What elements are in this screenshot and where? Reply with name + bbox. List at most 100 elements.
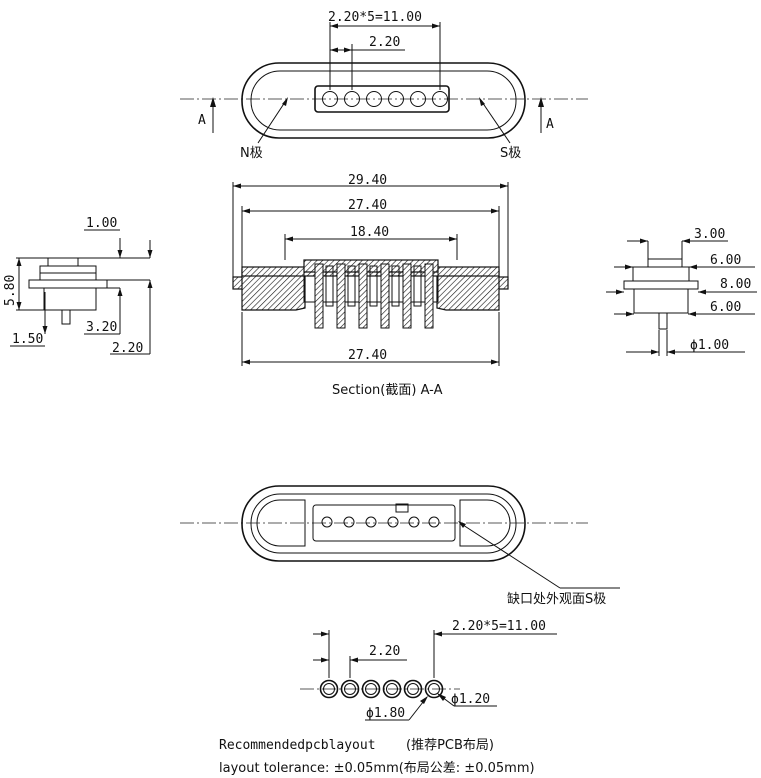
arrowhead [437,693,446,701]
bottom-view: 缺口处外观面S极 [180,485,620,607]
pcb-pad [403,679,423,699]
top-view: 2.20*5=11.00 2.20 A A N极 S极 [180,10,588,161]
arrowhead [117,288,123,296]
arrowhead [432,23,440,29]
pcb-hole [407,683,419,695]
arrowhead [616,289,624,295]
bottom-notch-mark [395,503,409,513]
section-pin [314,263,324,329]
bottom-pins [321,516,440,528]
arrowhead [233,183,241,189]
section-pin-slot [347,265,356,307]
bottom-right-pocket [459,499,511,547]
section-center-width: 18.40 [350,225,389,240]
top-pin [410,91,426,107]
top-pin [432,91,448,107]
top-contact-pins [322,91,448,107]
arrowhead [698,289,706,295]
arrowhead [434,631,442,637]
arrowhead [689,264,697,270]
pcb-pads [319,679,444,699]
arrowhead [321,657,329,663]
pcb-title: Recommendedpcblayout [219,738,376,753]
left-dim-top: 1.00 [86,216,117,231]
arrowhead [117,250,123,258]
top-pin [322,91,338,107]
arrowhead [682,238,690,244]
leader-line [479,98,511,144]
section-caption: Section(截面) A-A [332,383,443,398]
section-overall-width: 29.40 [348,173,387,188]
arrowhead [640,238,648,244]
arrowhead [16,302,22,310]
top-contact-window [314,85,450,113]
bottom-pin [428,516,440,528]
bottom-outer-shell [241,485,526,562]
arrowhead [344,47,352,53]
section-pin [424,263,434,329]
left-dim-height: 5.80 [3,275,18,306]
pcb-layout: 2.20*5=11.00 2.20 ϕ1.80 ϕ1.20 Recommende… [219,619,557,776]
pcb-hole [365,683,377,695]
pcb-pad [319,679,339,699]
arrowhead [350,657,358,663]
section-mark-right: A [546,117,554,132]
section-pin [336,263,346,329]
left-flange [28,279,108,289]
leader-line [257,98,288,144]
right-dim-c: 6.00 [710,300,741,315]
bottom-pin [321,516,333,528]
arrowhead [651,349,659,355]
arrowhead [242,359,250,365]
section-pin-slot [391,265,400,307]
bottom-pin-window [312,504,456,542]
right-dim-top: 3.00 [694,227,725,242]
arrowhead [491,208,499,214]
section-pin [380,263,390,329]
left-lower-body [43,287,97,311]
top-inner-shell [250,70,517,131]
right-upper-body [632,266,690,282]
right-cap [647,258,683,268]
pcb-hole [323,683,335,695]
arrowhead [626,311,634,317]
section-pins [314,263,434,329]
pcb-hole [344,683,356,695]
section-mark-left: A [198,113,206,128]
section-pin-slot [413,265,422,307]
arrowhead [330,47,338,53]
right-flange [623,280,699,290]
arrowhead [321,631,329,637]
left-dim-pin: 1.50 [12,332,43,347]
left-view: 1.00 5.80 1.50 3.20 2.20 [3,216,153,356]
left-pin [61,309,71,325]
section-body-width: 27.40 [348,198,387,213]
arrowhead [479,97,485,106]
section-inner-body [303,271,439,303]
n-pole-label: N极 [240,146,263,161]
arrowhead [538,97,544,107]
left-dim-bottom: 2.20 [112,341,143,356]
section-bottom-width: 27.40 [348,348,387,363]
left-cap [47,257,79,267]
right-lower-body [633,288,689,314]
top-pitch-label: 2.20 [369,35,400,50]
arrowhead [449,236,457,242]
s-pole-label: S极 [500,146,521,161]
bottom-inner-shell [250,493,517,554]
right-pin [658,312,668,330]
bottom-note: 缺口处外观面S极 [507,592,606,607]
pcb-pitch-total: 2.20*5=11.00 [452,619,546,634]
arrowhead [210,97,216,107]
pcb-hole [428,683,440,695]
right-dim-pin: ϕ1.00 [690,338,729,353]
arrowhead [458,521,466,528]
section-pin [358,263,368,329]
arrowhead [330,23,338,29]
top-pitch-total-label: 2.20*5=11.00 [328,10,422,25]
pcb-hole [386,683,398,695]
bottom-pin [343,516,355,528]
arrowhead [625,264,633,270]
right-view: 3.00 6.00 8.00 6.00 ϕ1.00 [606,227,757,356]
